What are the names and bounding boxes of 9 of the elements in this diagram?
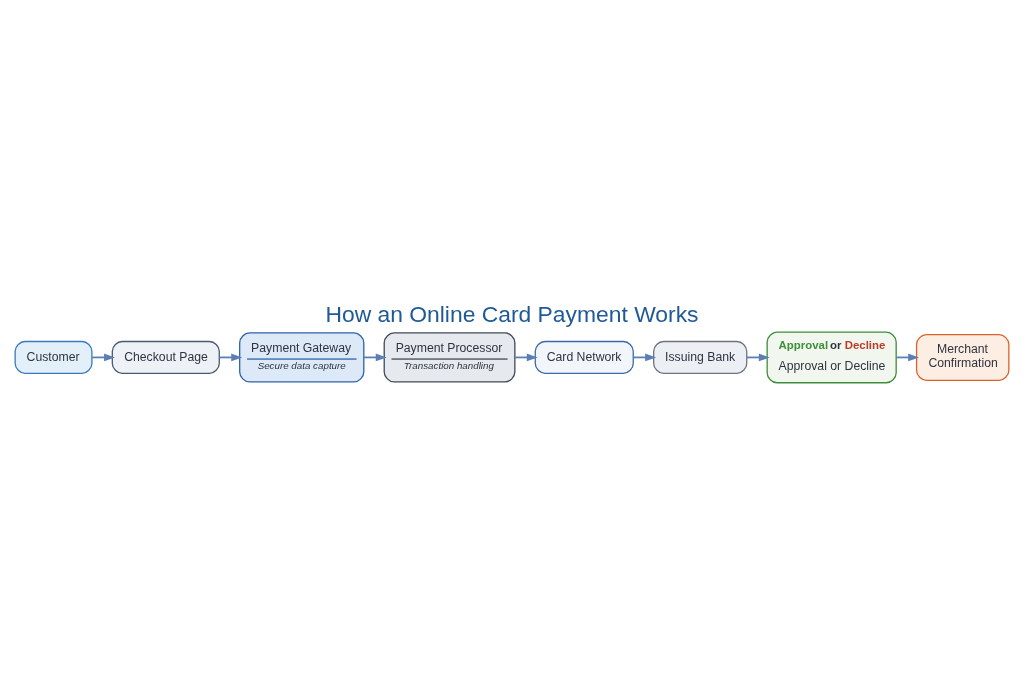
diagram-title: How an Online Card Payment Works (325, 300, 699, 327)
node-box: Merchant Confirmation (915, 333, 1010, 381)
node-box: Payment Gateway Secure data capture (239, 332, 365, 383)
node-box: Card Network (534, 340, 634, 374)
node-box: Approval or Decline Approval or Decline (766, 331, 897, 384)
node-box: Issuing Bank (653, 340, 748, 374)
node-box: Customer (14, 340, 93, 374)
node-box: Checkout Page (111, 340, 220, 374)
node-box: Payment Processor Transaction handling (383, 332, 516, 383)
